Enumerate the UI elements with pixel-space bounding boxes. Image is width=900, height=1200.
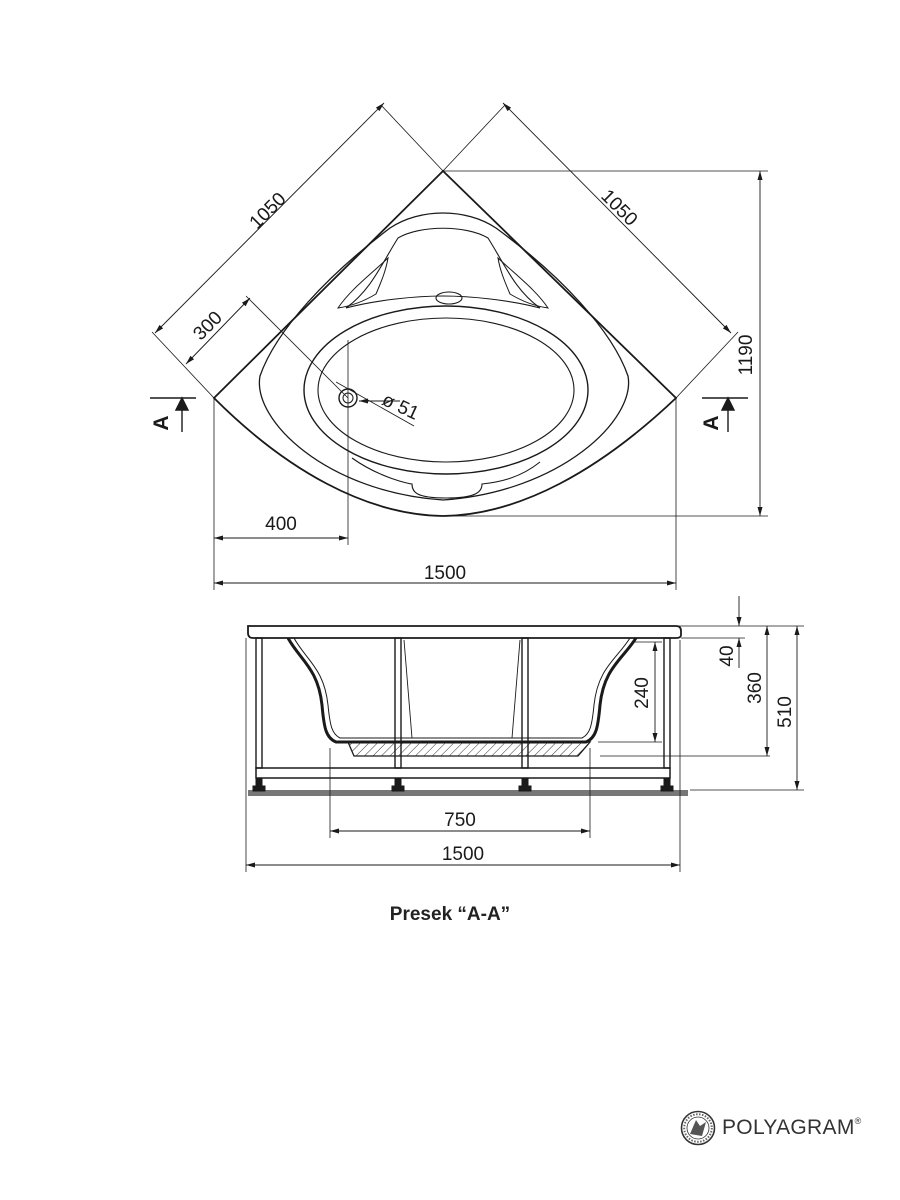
- label-drain-offset: 300: [189, 307, 226, 344]
- section-marker-left: [150, 396, 196, 432]
- brand-logo: POLYAGRAM®: [680, 1108, 862, 1148]
- section-caption: Presek “A-A”: [389, 904, 511, 925]
- label-bottom-width: 750: [444, 810, 476, 831]
- dimension-lines: [154, 102, 763, 586]
- label-drain-diameter: ø 51: [379, 389, 422, 424]
- dim-line-drain-offset: [185, 297, 251, 365]
- plan-view: [150, 102, 768, 590]
- grab-recess-top: [435, 291, 463, 305]
- extension-lines: [151, 104, 768, 590]
- label-drain-x: 400: [265, 514, 297, 535]
- floor-slab: [248, 790, 688, 796]
- label-height-rim: 360: [745, 672, 766, 704]
- label-total-height: 510: [775, 696, 796, 728]
- dim-line-side-left: [154, 102, 385, 334]
- basin-back-wall: [403, 639, 521, 739]
- seat-recess: [351, 457, 541, 499]
- section-letter-left: A: [150, 415, 173, 430]
- label-inner-depth: 240: [632, 677, 653, 709]
- tub-shell-outer: [286, 637, 638, 744]
- label-overall-width: 1500: [442, 844, 484, 865]
- support-base: [347, 741, 592, 757]
- basin-inner: [317, 317, 575, 463]
- section-view: [245, 596, 804, 872]
- label-depth: 1190: [736, 335, 757, 376]
- basin-outer: [303, 305, 589, 475]
- label-side-left: 1050: [246, 189, 291, 234]
- dim-line-side-right: [502, 102, 732, 334]
- frame-rail: [255, 767, 671, 779]
- adjustable-feet: [252, 777, 674, 792]
- quality-seal-icon: [680, 1110, 716, 1146]
- label-side-right: 1050: [597, 186, 642, 231]
- section-letter-right: A: [700, 415, 723, 430]
- section-view-labels: 40 240 360 510 750 1500: [442, 645, 796, 865]
- tub-outline: [212, 169, 678, 517]
- frame-legs: [255, 637, 671, 769]
- section-marker-right: [702, 396, 748, 432]
- label-rim: 40: [717, 645, 738, 666]
- label-width: 1500: [424, 563, 466, 584]
- tub-deck-contour: [258, 212, 630, 501]
- tub-rim: [247, 625, 682, 639]
- tub-shell-inner: [293, 637, 631, 739]
- section-dimension-lines: [246, 596, 800, 868]
- plan-view-labels: 1050 1050 300 ø 51 1190 400 1500 A A: [150, 186, 757, 584]
- brand-name: POLYAGRAM®: [722, 1116, 862, 1139]
